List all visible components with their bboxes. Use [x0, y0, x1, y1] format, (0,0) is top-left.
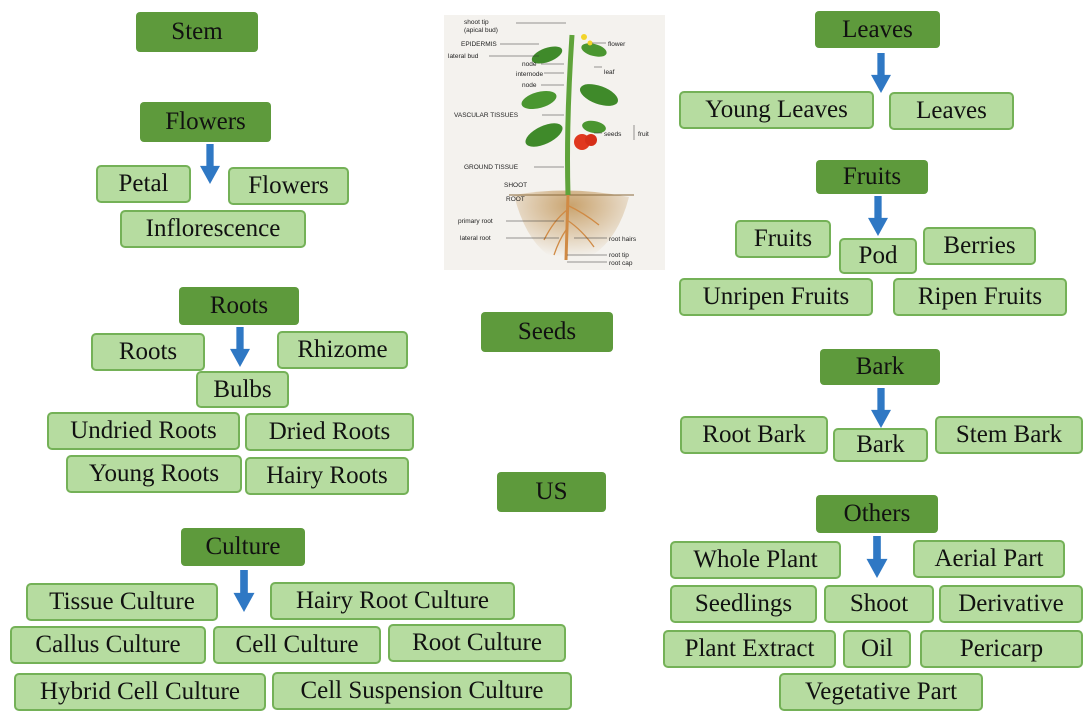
flowers-arrow-icon	[199, 144, 221, 184]
lateral-roots-shape	[543, 204, 600, 256]
flower-shape	[587, 40, 593, 46]
culture-item-cell-suspension-culture: Cell Suspension Culture	[272, 672, 572, 710]
others-item-shoot: Shoot	[824, 585, 934, 623]
culture-header: Culture	[181, 528, 305, 566]
label-flower: flower	[608, 41, 626, 48]
label-root-tip: root tip	[609, 252, 629, 259]
others-item-vegetative-part: Vegetative Part	[779, 673, 983, 711]
bark-item-bark: Bark	[833, 428, 928, 462]
label-node-lower: node	[522, 82, 537, 89]
label-seeds: seeds	[604, 131, 622, 138]
bark-arrow-icon	[870, 388, 892, 428]
culture-item-hybrid-cell-culture: Hybrid Cell Culture	[14, 673, 266, 711]
roots-item-roots: Roots	[91, 333, 205, 371]
others-item-whole-plant: Whole Plant	[670, 541, 841, 579]
leaf-shape	[581, 43, 607, 57]
fruits-arrow-icon	[867, 196, 889, 236]
label-shoot: SHOOT	[504, 182, 527, 189]
label-root-cap: root cap	[609, 260, 633, 267]
leaf-shape	[582, 120, 606, 134]
flowers-item-inflorescence: Inflorescence	[120, 210, 306, 248]
others-item-plant-extract: Plant Extract	[663, 630, 836, 668]
culture-arrow-icon	[233, 570, 255, 612]
label-primary-root: primary root	[458, 218, 493, 225]
others-item-pericarp: Pericarp	[920, 630, 1083, 668]
flowers-item-petal: Petal	[96, 165, 191, 203]
fruits-item-unripen-fruits: Unripen Fruits	[679, 278, 873, 316]
label-fruit: fruit	[638, 131, 649, 138]
label-internode: internode	[516, 71, 543, 78]
others-header: Others	[816, 495, 938, 533]
fruits-item-berries: Berries	[923, 227, 1036, 265]
bark-item-stem-bark: Stem Bark	[935, 416, 1083, 454]
plant-anatomy-diagram: shoot tip (apical bud) EPIDERMIS lateral…	[444, 15, 665, 270]
fruits-item-pod: Pod	[839, 238, 917, 274]
label-leaf: leaf	[604, 69, 615, 76]
label-epidermis: EPIDERMIS	[461, 41, 497, 48]
flowers-header: Flowers	[140, 102, 271, 142]
bark-item-root-bark: Root Bark	[680, 416, 828, 454]
label-root: ROOT	[506, 196, 525, 203]
others-item-aerial-part: Aerial Part	[913, 540, 1065, 578]
roots-item-young-roots: Young Roots	[66, 455, 242, 493]
fruits-item-fruits: Fruits	[735, 220, 831, 258]
label-lateral-bud: lateral bud	[448, 53, 479, 60]
roots-item-undried-roots: Undried Roots	[47, 412, 240, 450]
leaves-item-leaves: Leaves	[889, 92, 1014, 130]
stem-header: Stem	[136, 12, 258, 52]
others-item-derivative: Derivative	[939, 585, 1083, 623]
culture-item-cell-culture: Cell Culture	[213, 626, 381, 664]
roots-item-hairy-roots: Hairy Roots	[245, 457, 409, 495]
us-header: US	[497, 472, 606, 512]
leaf-shape	[579, 84, 619, 106]
label-root-hairs: root hairs	[609, 236, 637, 243]
label-node-upper: node	[522, 61, 537, 68]
roots-arrow-icon	[229, 327, 251, 367]
others-arrow-icon	[866, 536, 888, 578]
label-ground-tissue: GROUND TISSUE	[464, 164, 519, 171]
leaves-arrow-icon	[870, 53, 892, 93]
culture-item-callus-culture: Callus Culture	[10, 626, 206, 664]
leaf-shape	[525, 123, 563, 147]
leaves-header: Leaves	[815, 11, 940, 48]
fruits-header: Fruits	[816, 160, 928, 194]
culture-item-hairy-root-culture: Hairy Root Culture	[270, 582, 515, 620]
label-shoot-tip: shoot tip	[464, 19, 489, 26]
bark-header: Bark	[820, 349, 940, 385]
label-lateral-root: lateral root	[460, 235, 491, 242]
roots-item-dried-roots: Dried Roots	[245, 413, 414, 451]
leaf-shape	[531, 46, 563, 64]
fruit-shape	[585, 134, 597, 146]
culture-item-tissue-culture: Tissue Culture	[26, 583, 218, 621]
flowers-item-flowers: Flowers	[228, 167, 349, 205]
soil-shape	[514, 190, 629, 265]
flower-shape	[581, 34, 587, 40]
roots-item-bulbs: Bulbs	[196, 371, 289, 408]
seeds-header: Seeds	[481, 312, 613, 352]
label-vascular-tissues: VASCULAR TISSUES	[454, 112, 519, 119]
leaf-shape	[521, 90, 557, 110]
roots-header: Roots	[179, 287, 299, 325]
label-apical-bud: (apical bud)	[464, 27, 498, 34]
others-item-oil: Oil	[843, 630, 911, 668]
leaves-item-young-leaves: Young Leaves	[679, 91, 874, 129]
fruits-item-ripen-fruits: Ripen Fruits	[893, 278, 1067, 316]
roots-item-rhizome: Rhizome	[277, 331, 408, 369]
stem-shape	[565, 34, 575, 196]
others-item-seedlings: Seedlings	[670, 585, 817, 623]
culture-item-root-culture: Root Culture	[388, 624, 566, 662]
label-leader-lines	[489, 22, 635, 263]
